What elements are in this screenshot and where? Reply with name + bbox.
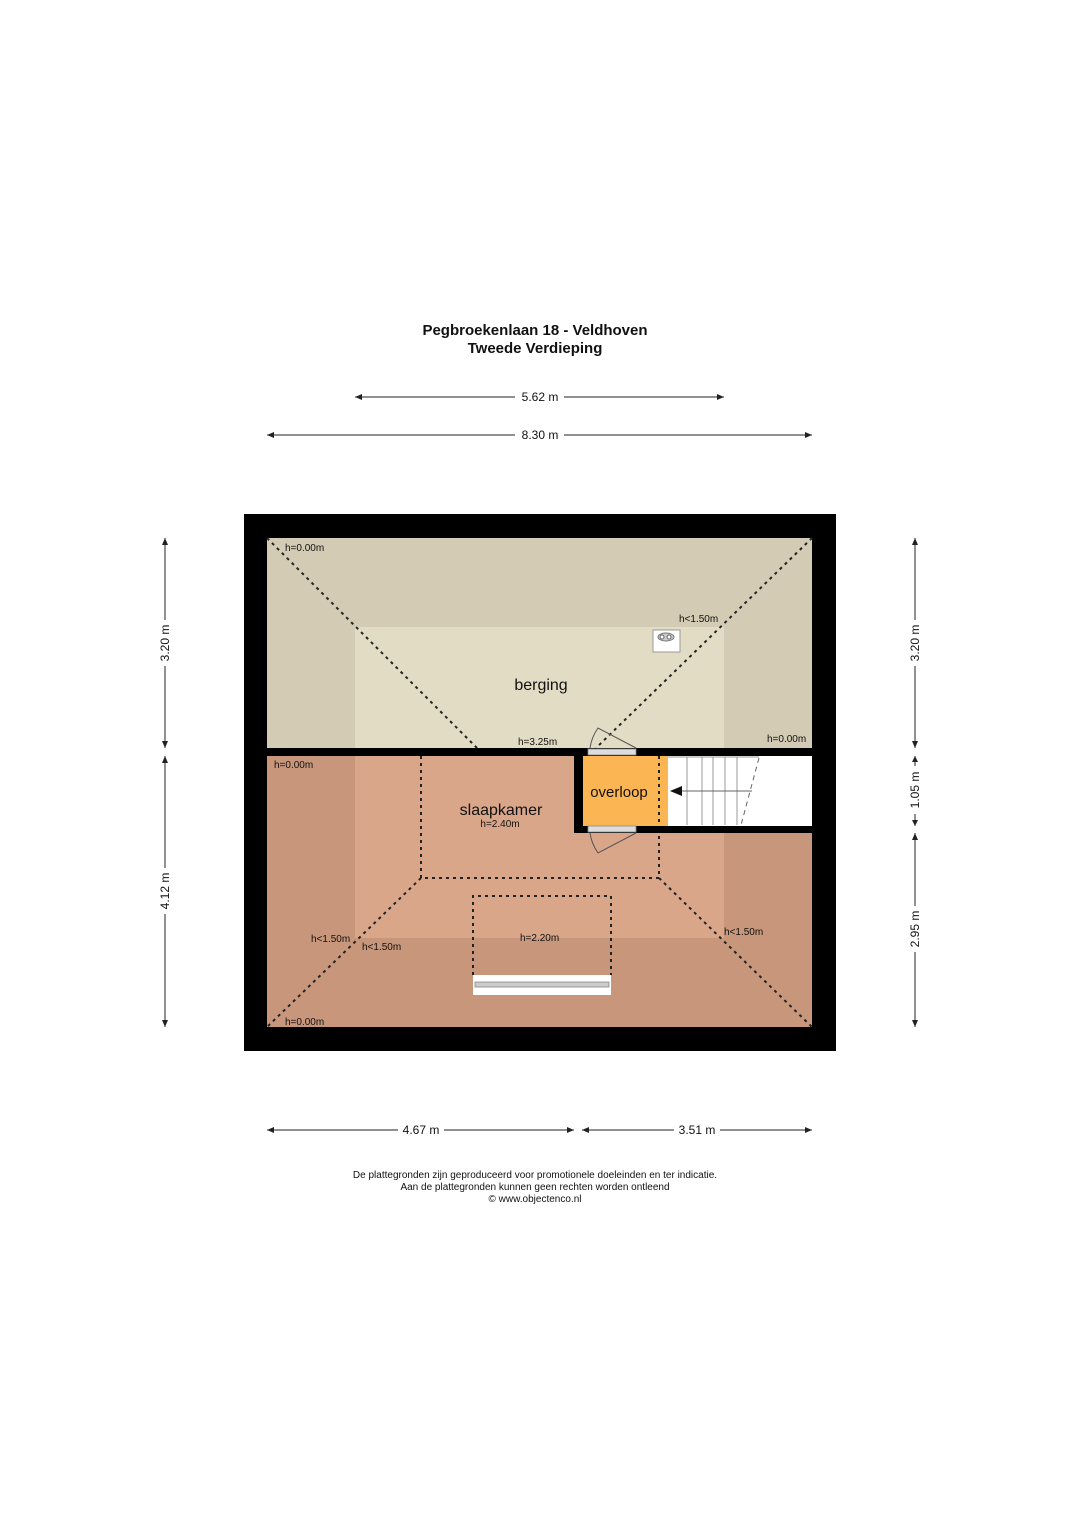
plan-subtitle: Tweede Verdieping [468, 340, 603, 357]
height-label: h=2.20m [520, 933, 559, 944]
height-label: h<1.50m [362, 942, 401, 953]
toilet-icon [652, 629, 681, 653]
copyright: © www.objectenco.nl [489, 1194, 582, 1205]
svg-text:3.20 m: 3.20 m [158, 625, 172, 662]
height-label: h<1.50m [311, 934, 350, 945]
svg-text:3.20 m: 3.20 m [908, 625, 922, 662]
room-label-slaapkamer: slaapkamer [460, 802, 543, 819]
svg-text:2.95 m: 2.95 m [908, 911, 922, 948]
overloop-wall [574, 748, 583, 833]
dimension-top-inner: 5.62 m [355, 390, 724, 404]
height-label: h=0.00m [285, 1017, 324, 1028]
interior-wall [267, 748, 812, 756]
height-label: h<1.50m [679, 614, 718, 625]
dimension-right-middle: 1.05 m [908, 756, 922, 826]
staircase [668, 756, 812, 826]
dimension-left-upper: 3.20 m [158, 538, 172, 748]
height-label: h=0.00m [274, 760, 313, 771]
room-height-slaapkamer: h=2.40m [480, 819, 519, 830]
height-label: h=0.00m [767, 734, 806, 745]
dimension-left-lower: 4.12 m [158, 756, 172, 1027]
height-label: h=0.00m [285, 543, 324, 554]
room-label-overloop: overloop [590, 784, 648, 801]
arrow-left-icon [670, 786, 682, 796]
svg-text:3.51 m: 3.51 m [679, 1123, 716, 1137]
door-slaapkamer [587, 825, 637, 854]
svg-text:8.30 m: 8.30 m [522, 428, 559, 442]
room-overloop [583, 756, 668, 826]
disclaimer-line-2: Aan de plattegronden kunnen geen rechten… [400, 1182, 669, 1193]
room-berging [266, 537, 813, 749]
dimension-right-upper: 3.20 m [908, 538, 922, 748]
svg-text:4.67 m: 4.67 m [403, 1123, 440, 1137]
svg-text:4.12 m: 4.12 m [158, 873, 172, 910]
window [473, 975, 611, 995]
disclaimer-line-1: De plattegronden zijn geproduceerd voor … [353, 1170, 717, 1181]
svg-text:5.62 m: 5.62 m [522, 390, 559, 404]
plan-title: Pegbroekenlaan 18 - Veldhoven [422, 322, 647, 339]
svg-text:1.05 m: 1.05 m [908, 772, 922, 809]
door-berging [587, 727, 637, 756]
height-label: h=3.25m [518, 737, 557, 748]
stair-wall [636, 826, 812, 833]
height-label: h<1.50m [724, 927, 763, 938]
dimension-bottom-right: 3.51 m [582, 1123, 812, 1137]
dimension-right-lower: 2.95 m [908, 833, 922, 1027]
dimension-top-outer: 8.30 m [267, 428, 812, 442]
room-label-berging: berging [514, 677, 567, 694]
dimension-bottom-left: 4.67 m [267, 1123, 574, 1137]
